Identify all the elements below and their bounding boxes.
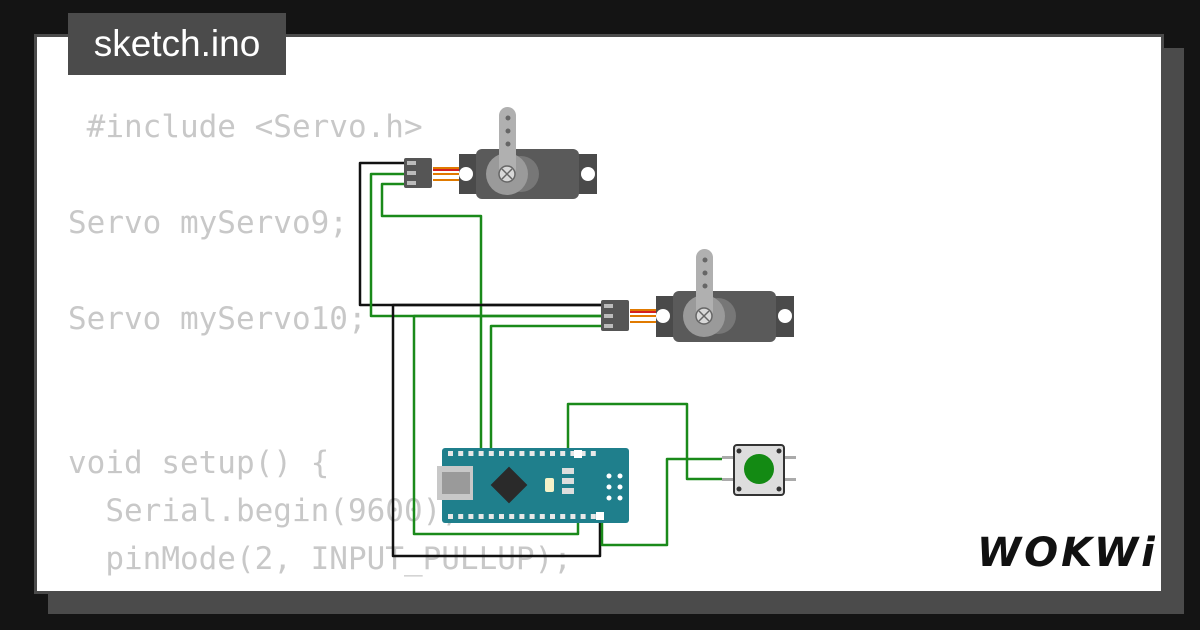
header-pin xyxy=(478,451,484,456)
header-pin xyxy=(478,514,484,519)
header-pin xyxy=(560,514,566,519)
servo-motor-10-icon[interactable] xyxy=(601,249,794,342)
header-pin xyxy=(580,451,586,456)
arduino-nano-icon[interactable] xyxy=(437,448,629,523)
header-pin xyxy=(499,451,504,456)
header-pin xyxy=(570,514,576,519)
header-pin xyxy=(590,451,596,456)
wire-button-to-pin2 xyxy=(566,402,722,481)
header-pin xyxy=(539,514,545,519)
header-pin xyxy=(519,514,525,519)
header-pin xyxy=(590,514,596,519)
header-pin xyxy=(488,514,494,519)
header-pin xyxy=(580,514,586,519)
header-pin xyxy=(539,451,545,456)
file-tab[interactable]: sketch.ino xyxy=(68,13,286,75)
header-pin xyxy=(560,451,566,456)
header-pin xyxy=(468,451,474,456)
header-pin xyxy=(499,514,504,519)
header-pin xyxy=(509,514,515,519)
header-pin xyxy=(448,514,453,519)
wire-button-to-gnd xyxy=(600,457,722,547)
preview-card: #include <Servo.h> Servo myServo9; Servo m… xyxy=(34,34,1164,594)
header-pin xyxy=(468,514,474,519)
header-pin xyxy=(550,451,555,456)
code-background: #include <Servo.h> Servo myServo9; Servo m… xyxy=(68,103,572,591)
wire-vcc-to-board xyxy=(412,314,603,536)
header-pin xyxy=(570,451,576,456)
code-line: Serial.begin(9600); xyxy=(68,493,460,529)
code-line: Servo myServo10; xyxy=(68,301,367,337)
wokwi-logo[interactable]: WOKWi xyxy=(975,524,1155,574)
code-line: void setup() { xyxy=(68,445,330,481)
header-pin xyxy=(529,451,535,456)
svg-text:WOKWi: WOKWi xyxy=(977,530,1155,574)
wire-gnd-to-board xyxy=(391,303,603,558)
header-pin xyxy=(519,451,525,456)
header-pin xyxy=(529,514,535,519)
header-pin xyxy=(550,514,555,519)
wire-servo1-signal xyxy=(380,182,483,452)
header-pin xyxy=(458,514,464,519)
pushbutton-icon[interactable] xyxy=(722,444,796,496)
code-line: pinMode(2, INPUT_PULLUP); xyxy=(68,541,572,577)
header-pin xyxy=(509,451,515,456)
header-pin xyxy=(488,451,494,456)
header-pin xyxy=(458,451,464,456)
wire-servo2-signal xyxy=(489,324,603,452)
code-line: Servo myServo9; xyxy=(68,205,348,241)
header-pin xyxy=(448,451,453,456)
code-line: #include <Servo.h> xyxy=(68,109,423,145)
servo-motor-9-icon[interactable] xyxy=(404,107,597,199)
code-line: myServo9.attach(9); xyxy=(68,583,572,591)
